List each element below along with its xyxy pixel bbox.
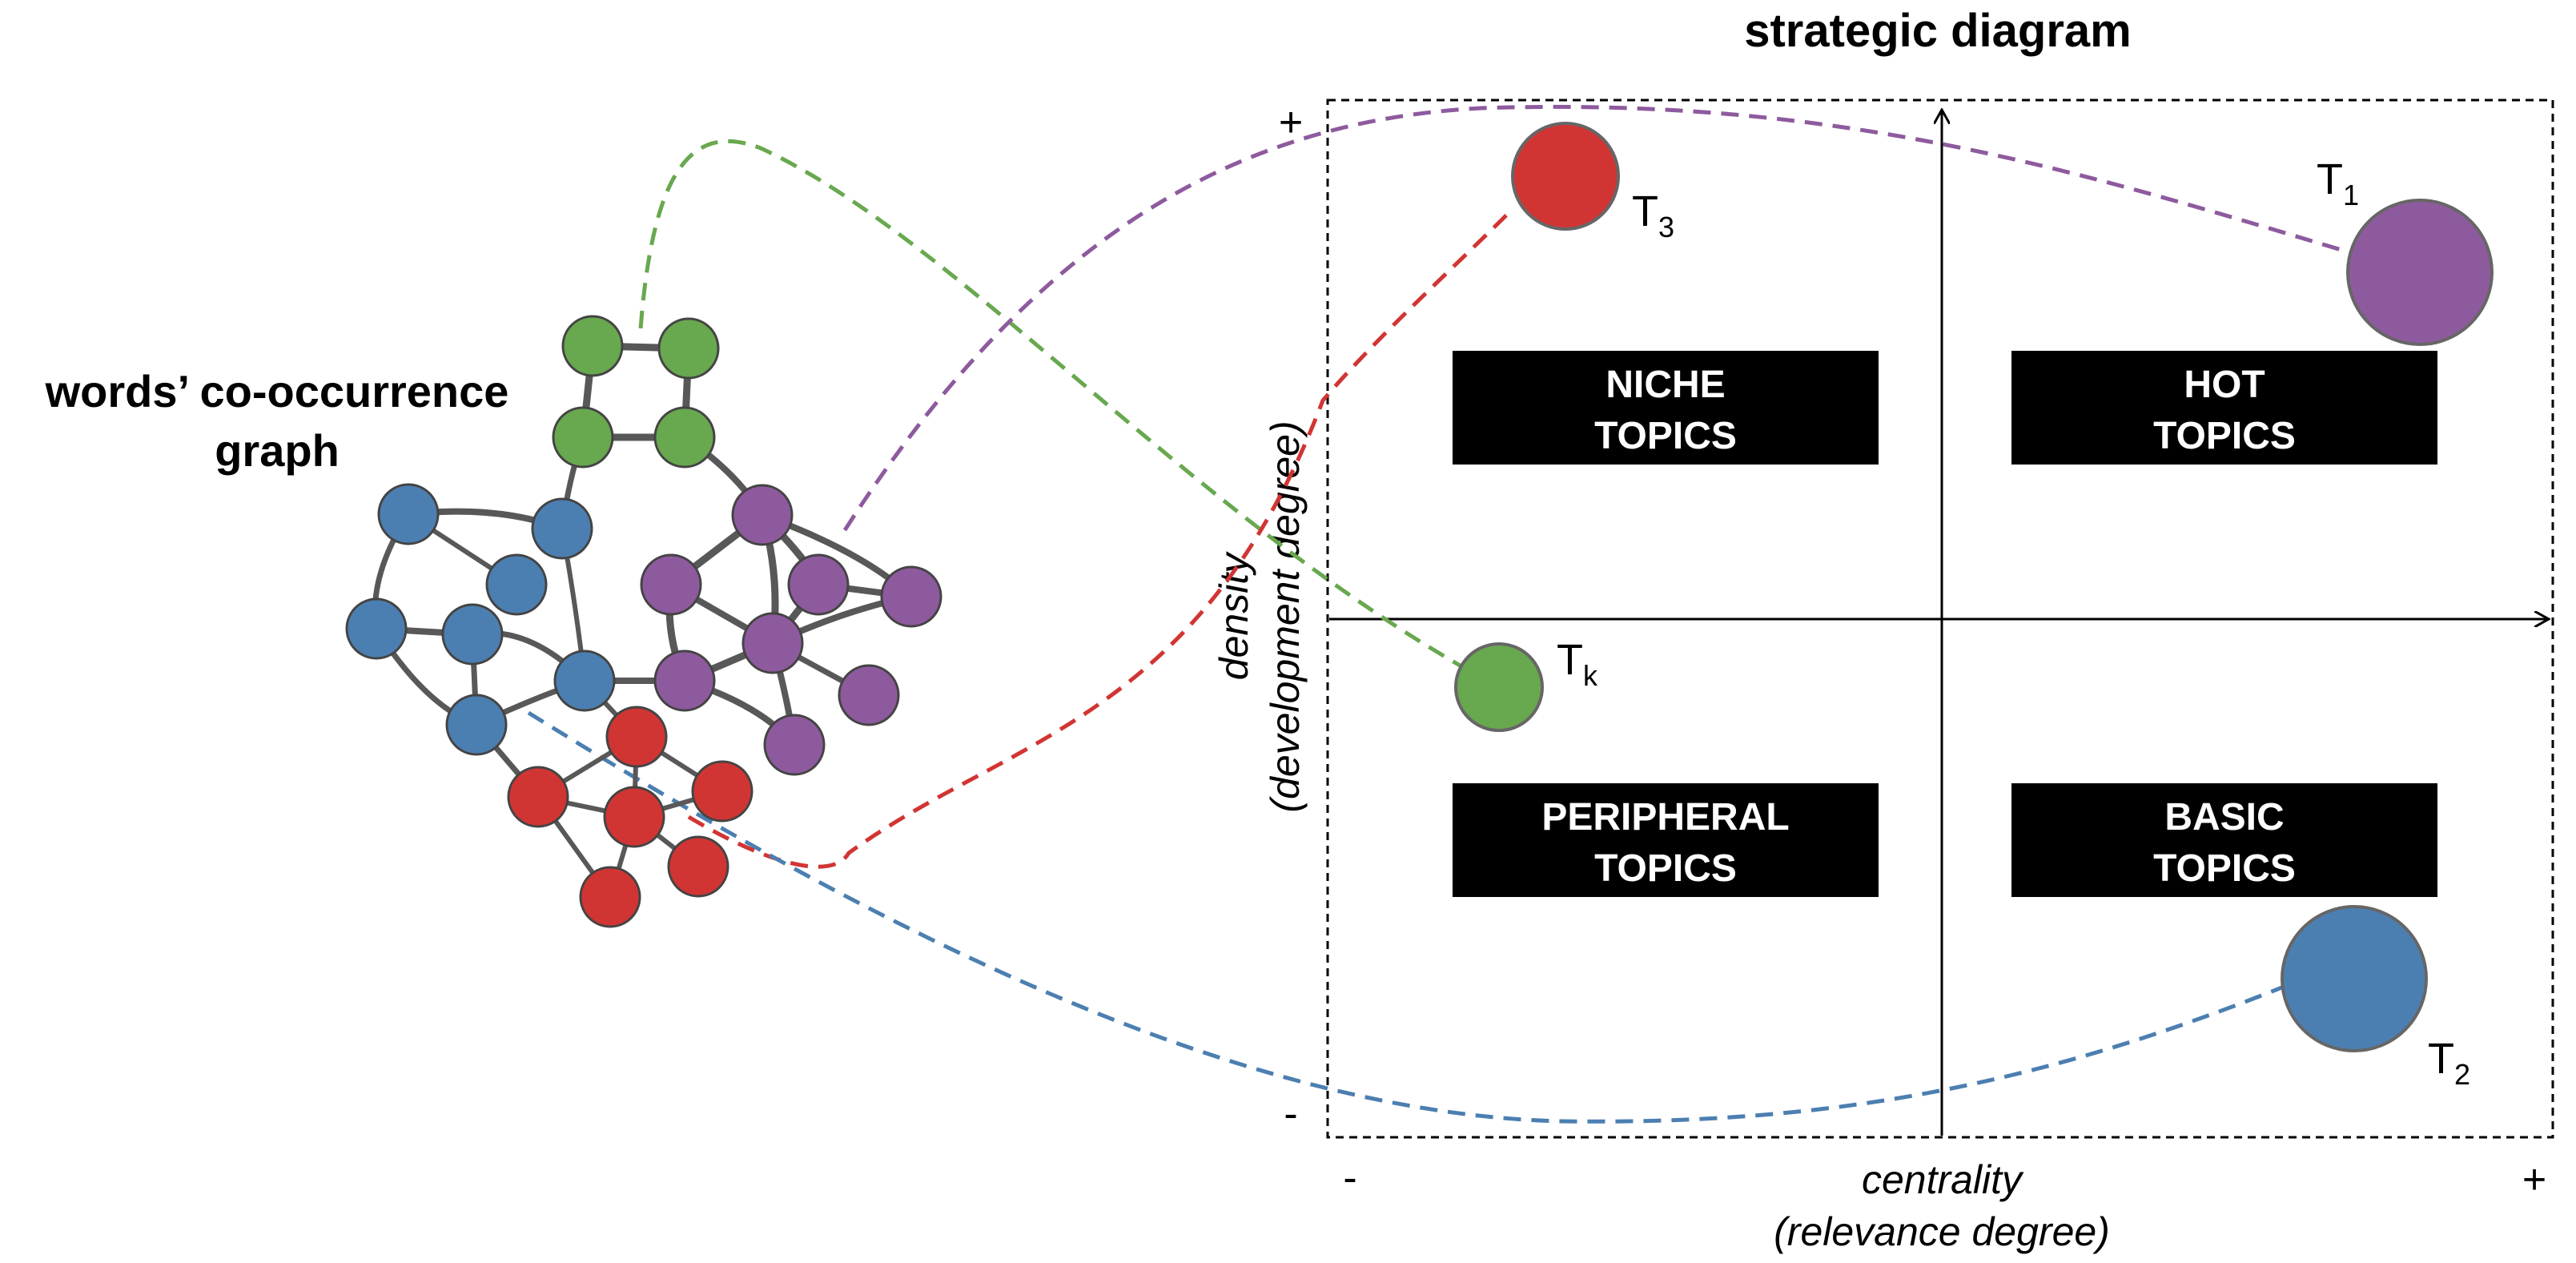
topic-tk-bubble <box>1454 642 1544 732</box>
purple-word-node <box>838 664 900 726</box>
topic-t3-label: T3 <box>1632 187 1674 243</box>
purple-word-node <box>880 565 942 628</box>
hot-topics-line2: TOPICS <box>2153 415 2296 457</box>
purple-word-node <box>640 553 702 616</box>
blue-word-node <box>531 497 593 560</box>
red-word-node <box>579 866 641 928</box>
topic-tk-label: Tk <box>1557 636 1598 692</box>
purple-word-node <box>763 714 826 776</box>
green-word-node <box>653 406 716 469</box>
basic-topics-box: BASIC TOPICS <box>2011 783 2437 897</box>
x-axis-title-line2: (relevance degree) <box>1774 1209 2110 1254</box>
green-connector-curve <box>638 139 1501 690</box>
y-axis-title-line2: (development degree) <box>1263 420 1308 812</box>
peripheral-topics-box: PERIPHERAL TOPICS <box>1453 783 1879 897</box>
topic-t1-label: T1 <box>2317 155 2359 211</box>
purple-connector-curve <box>842 104 2350 532</box>
red-word-node <box>603 786 665 848</box>
topic-bubbles <box>1454 122 2494 1052</box>
x-axis-minus: - <box>1343 1155 1356 1201</box>
y-axis-plus: + <box>1279 99 1303 146</box>
red-word-node <box>667 835 729 898</box>
hot-topics-line1: HOT <box>2184 364 2265 406</box>
red-word-node <box>507 766 569 828</box>
blue-word-node <box>441 603 504 666</box>
red-word-node <box>691 760 754 823</box>
green-word-node <box>657 317 720 380</box>
blue-word-node <box>485 553 548 616</box>
green-word-node <box>552 406 614 469</box>
niche-topics-line1: NICHE <box>1605 364 1725 406</box>
hot-topics-box: HOT TOPICS <box>2011 351 2437 465</box>
red-connector-curve <box>687 207 1515 869</box>
connector-curves <box>527 104 2350 1124</box>
blue-word-node <box>553 650 616 712</box>
red-word-node <box>605 706 668 768</box>
peripheral-topics-line1: PERIPHERAL <box>1541 796 1789 839</box>
peripheral-topics-line2: TOPICS <box>1594 847 1737 890</box>
graph-nodes <box>345 315 942 928</box>
strategic-diagram-frame <box>1326 99 2554 1139</box>
blue-word-node <box>345 597 408 660</box>
blue-word-node <box>377 483 440 545</box>
purple-word-node <box>653 650 716 712</box>
purple-word-node <box>741 612 804 674</box>
y-axis-minus: - <box>1284 1091 1297 1137</box>
basic-topics-line2: TOPICS <box>2153 847 2296 890</box>
purple-word-node <box>731 484 794 546</box>
graph-label-line1: words’ co-occurrence <box>45 366 509 416</box>
purple-word-node <box>787 553 850 616</box>
topic-t2-label: T2 <box>2428 1035 2470 1091</box>
topic-t2-bubble <box>2281 905 2428 1052</box>
blue-connector-curve <box>527 710 2293 1124</box>
diagram-title: strategic diagram <box>1744 5 2132 57</box>
niche-topics-box: NICHE TOPICS <box>1453 351 1879 465</box>
green-word-node <box>561 315 624 377</box>
graph-label-line2: graph <box>215 425 340 476</box>
y-axis-title: density (development degree) <box>1212 420 1308 812</box>
niche-topics-line2: TOPICS <box>1594 415 1737 457</box>
basic-topics-line1: BASIC <box>2164 796 2284 839</box>
x-axis-plus: + <box>2522 1156 2546 1203</box>
topic-t3-bubble <box>1511 122 1620 231</box>
blue-word-node <box>445 694 508 756</box>
topic-t1-bubble <box>2346 199 2494 346</box>
x-axis-title-line1: centrality <box>1862 1157 2024 1202</box>
